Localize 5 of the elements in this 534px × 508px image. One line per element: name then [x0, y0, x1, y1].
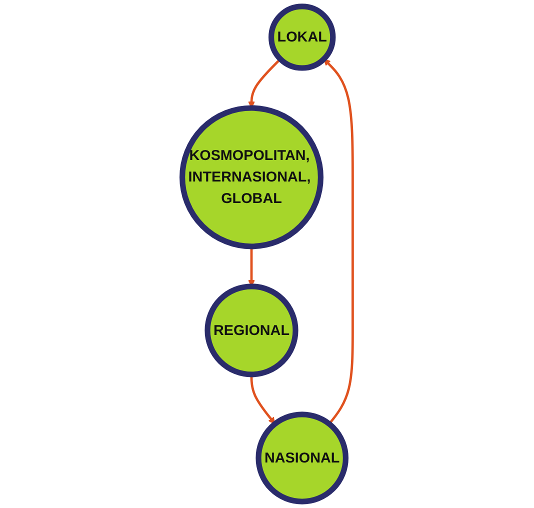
node-circle: REGIONAL [204, 284, 298, 378]
node-circle: KOSMOPOLITAN, INTERNASIONAL, GLOBAL [179, 105, 323, 250]
node-circle: NASIONAL [255, 412, 348, 504]
node-circle: LOKAL [268, 4, 336, 71]
arrow [323, 58, 354, 425]
